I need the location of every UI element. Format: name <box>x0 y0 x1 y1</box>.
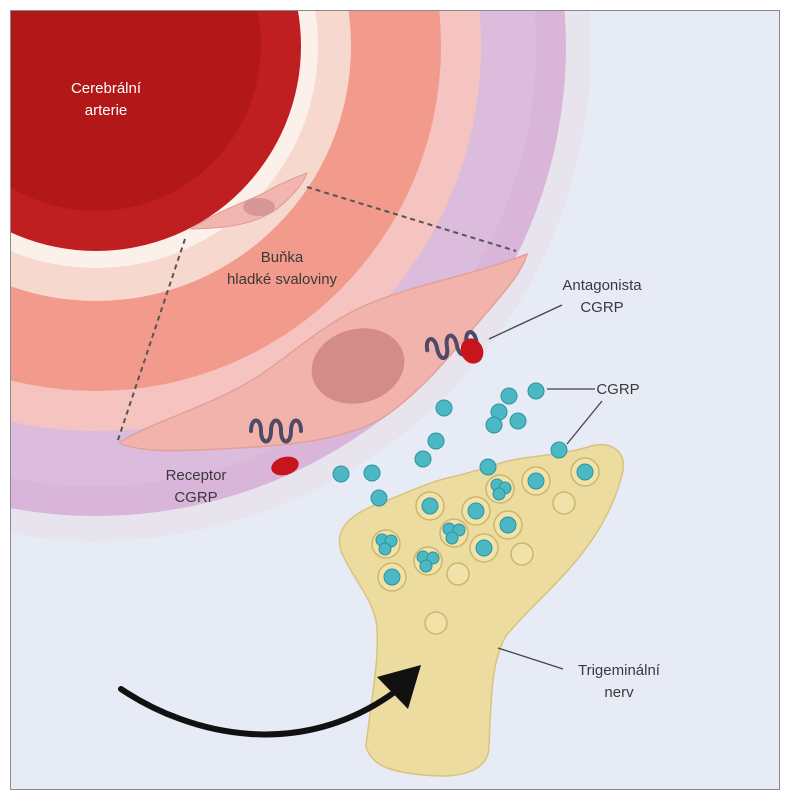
leader-lines <box>488 304 603 670</box>
artery-label-line1: Cerebrální <box>71 80 142 97</box>
nerve-label-line2: nerv <box>604 684 634 701</box>
curved-arrow-icon <box>118 665 421 738</box>
nucleus <box>311 328 405 404</box>
smooth-muscle-cell <box>117 252 529 452</box>
nerve-label-line1: Trigeminální <box>578 662 661 679</box>
zoom-lines <box>116 186 517 444</box>
smooth-cell-label-line1: Buňka <box>261 249 304 266</box>
antagonist-label-line1: Antagonista <box>562 277 642 294</box>
smooth-cell-label-line2: hladké svaloviny <box>227 271 338 288</box>
antagonist-oval-icon <box>271 456 299 476</box>
cgrp-particle-icon <box>375 463 594 586</box>
released-cgrp <box>332 382 568 507</box>
artery-label-line2: arterie <box>85 102 128 119</box>
small-smooth-muscle-cell <box>189 172 308 230</box>
figure-frame: Cerebrální arterie Buňka hladké svalovin… <box>10 10 780 790</box>
diagram-canvas: Cerebrální arterie Buňka hladké svalovin… <box>11 11 779 789</box>
antagonist-oval-icon <box>460 338 484 364</box>
cgrp-label: CGRP <box>596 381 639 398</box>
receptor-coil-icon <box>249 418 303 444</box>
cerebral-artery <box>11 11 591 541</box>
receptor-label-line2: CGRP <box>174 489 217 506</box>
receptor-label-line1: Receptor <box>166 467 227 484</box>
antagonist-label-line2: CGRP <box>580 299 623 316</box>
